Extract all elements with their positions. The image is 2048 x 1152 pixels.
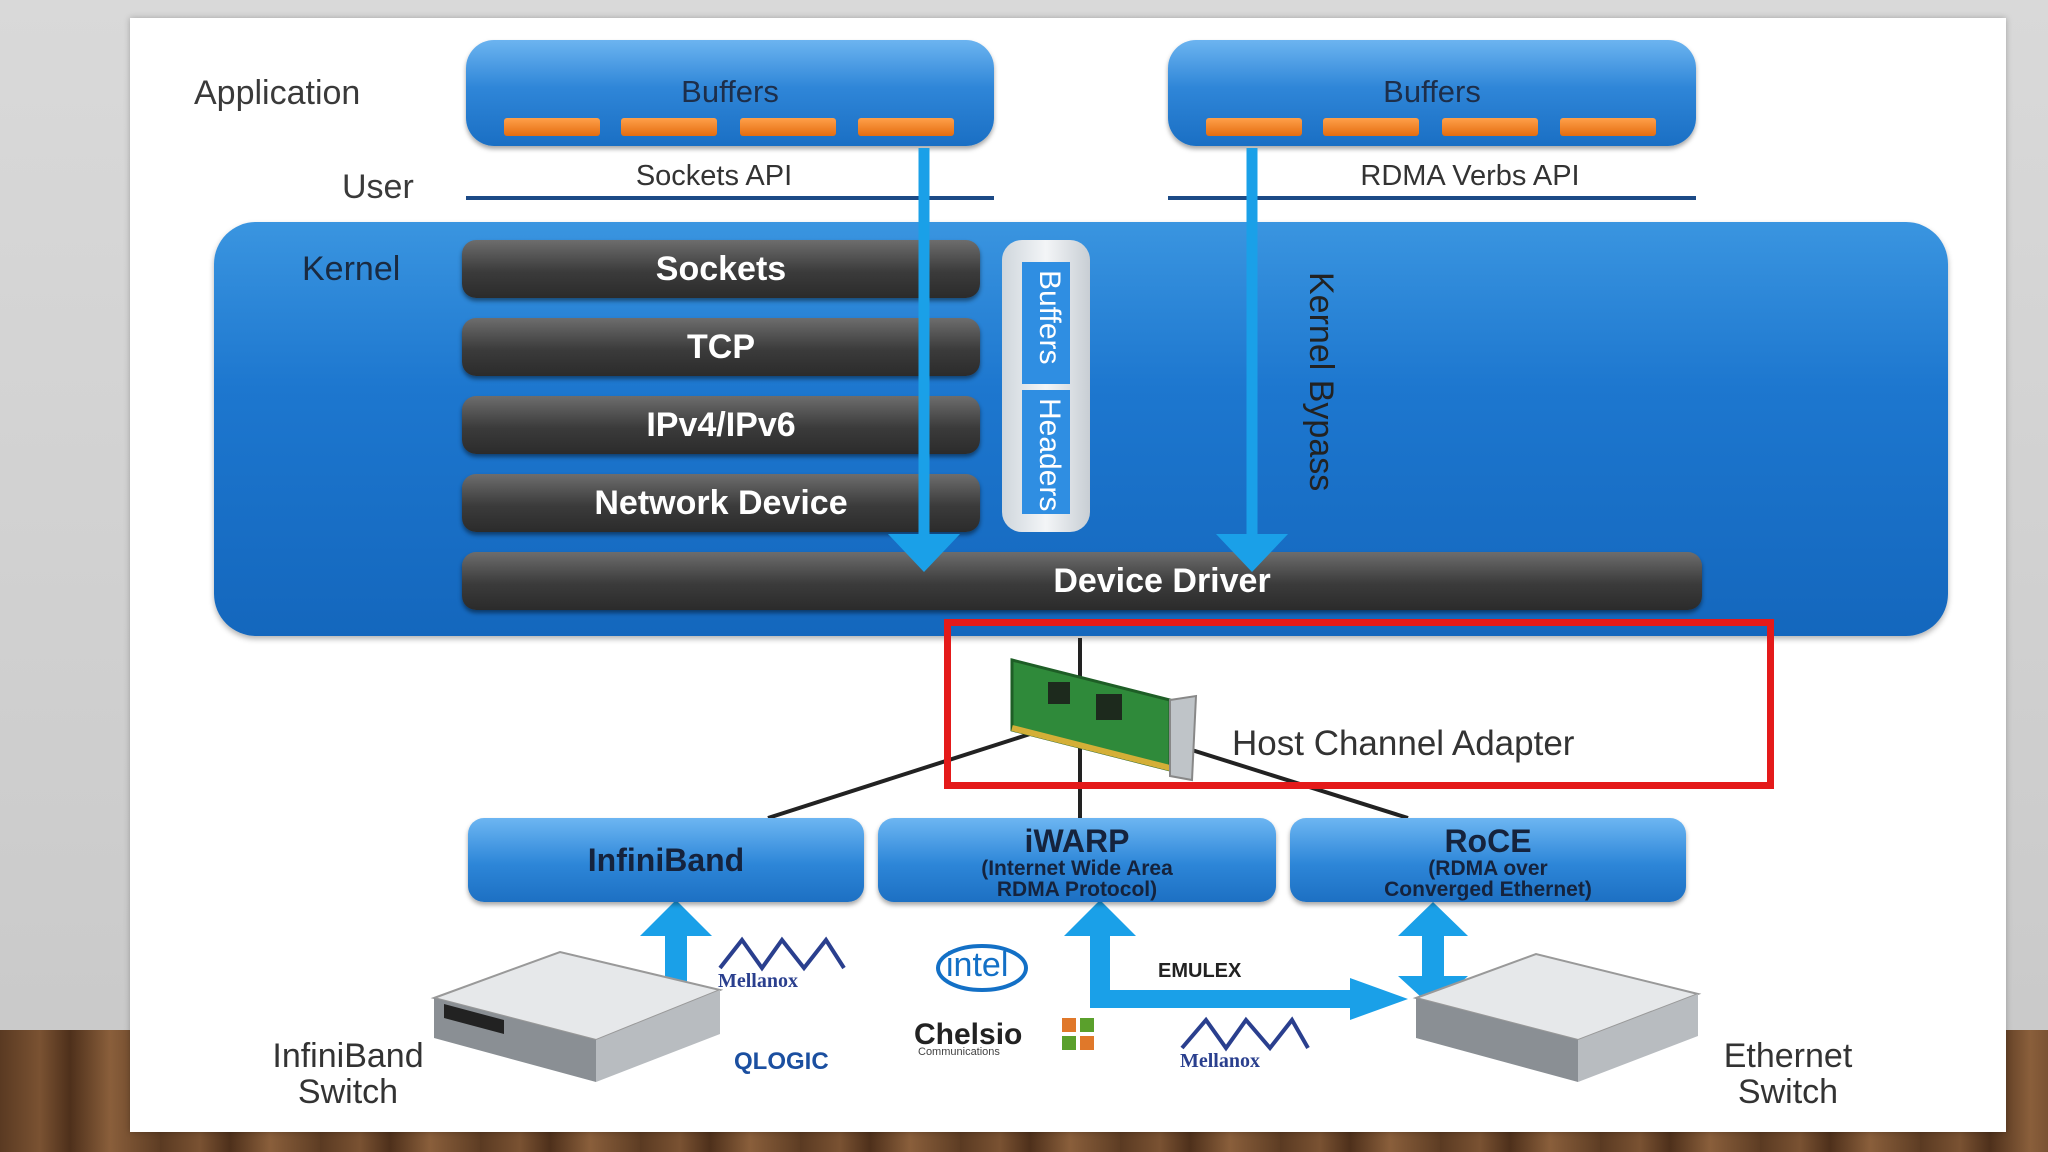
- intel-logo-ring: [936, 944, 1028, 992]
- infiniband-switch-label: InfiniBand Switch: [232, 1038, 464, 1110]
- chelsio-logo: Chelsio: [914, 1018, 1023, 1051]
- ethernet-switch-line-1: Ethernet: [1723, 1037, 1853, 1075]
- mellanox-logo-text-1: Mellanox: [718, 970, 798, 992]
- roce-subtitle-2: Converged Ethernet): [1384, 878, 1592, 901]
- rdma-api-label: RDMA Verbs API: [1360, 160, 1580, 192]
- host-channel-adapter-card-icon: [1010, 658, 1198, 782]
- iwarp-title: iWARP: [1024, 823, 1130, 859]
- buffer-slot: [1442, 118, 1538, 136]
- buffer-slot: [504, 118, 600, 136]
- side-headers-cell: Headers: [1022, 390, 1070, 514]
- sockets-api-rule: [466, 196, 994, 200]
- buffer-slot: [858, 118, 954, 136]
- roce-subtitle-1: (RDMA over: [1428, 857, 1548, 880]
- qlogic-logo: QLOGIC: [734, 1048, 829, 1075]
- iwarp-arrow: [1064, 900, 1408, 1020]
- intel-logo: intel: [946, 946, 1009, 984]
- infiniband-block: InfiniBand: [468, 818, 864, 902]
- left-buffers-title: Buffers: [681, 74, 779, 109]
- buffer-slot: [1323, 118, 1419, 136]
- iwarp-subtitle-2: RDMA Protocol): [996, 878, 1158, 901]
- right-buffers-title: Buffers: [1383, 74, 1481, 109]
- sockets-layer: Sockets: [462, 240, 980, 298]
- buffer-slot: [1206, 118, 1302, 136]
- chelsio-logo-sub: Communications: [918, 1046, 1000, 1058]
- infiniband-switch-line-1: InfiniBand: [272, 1037, 424, 1075]
- mellanox-logo-text-2: Mellanox: [1180, 1050, 1260, 1072]
- left-buffers-block: Buffers: [466, 40, 994, 146]
- kernel-bypass-arrow: [1216, 148, 1288, 572]
- network-device-layer: Network Device: [462, 474, 980, 532]
- ethernet-switch-icon: [1412, 952, 1702, 1082]
- chelsio-logo-mark: [1062, 1018, 1094, 1050]
- iwarp-subtitle-1: (Internet Wide Area: [981, 857, 1173, 880]
- host-channel-adapter-highlight: [944, 619, 1774, 789]
- buffers-headers-stack: Buffers Headers: [1002, 240, 1090, 532]
- sockets-path-arrow: [888, 148, 960, 572]
- infiniband-title: InfiniBand: [587, 842, 745, 878]
- roce-block: RoCE (RDMA over Converged Ethernet): [1290, 818, 1686, 902]
- sockets-api-label: Sockets API: [635, 160, 793, 192]
- ethernet-switch-line-2: Switch: [1737, 1073, 1839, 1111]
- side-buffers-cell: Buffers: [1022, 262, 1070, 384]
- host-channel-adapter-label: Host Channel Adapter: [1232, 724, 1575, 763]
- ip-layer: IPv4/IPv6: [462, 396, 980, 454]
- right-buffers-block: Buffers: [1168, 40, 1696, 146]
- emulex-logo: EMULEX: [1158, 960, 1242, 982]
- user-label: User: [342, 168, 414, 206]
- application-label: Application: [194, 74, 361, 112]
- infiniband-switch-line-2: Switch: [297, 1073, 399, 1111]
- kernel-label: Kernel: [302, 250, 401, 288]
- rdma-api-rule: [1168, 196, 1696, 200]
- tcp-layer: TCP: [462, 318, 980, 376]
- buffer-slot: [621, 118, 717, 136]
- roce-title: RoCE: [1444, 823, 1532, 859]
- buffer-slot: [1560, 118, 1656, 136]
- device-driver-layer: Device Driver: [462, 552, 1702, 610]
- mellanox-logo-2: [1180, 1016, 1310, 1052]
- iwarp-block: iWARP (Internet Wide Area RDMA Protocol): [878, 818, 1276, 902]
- infiniband-switch-icon: [430, 950, 724, 1082]
- ethernet-switch-label: Ethernet Switch: [1690, 1038, 1886, 1110]
- mellanox-logo-1: [718, 936, 846, 972]
- buffer-slot: [740, 118, 836, 136]
